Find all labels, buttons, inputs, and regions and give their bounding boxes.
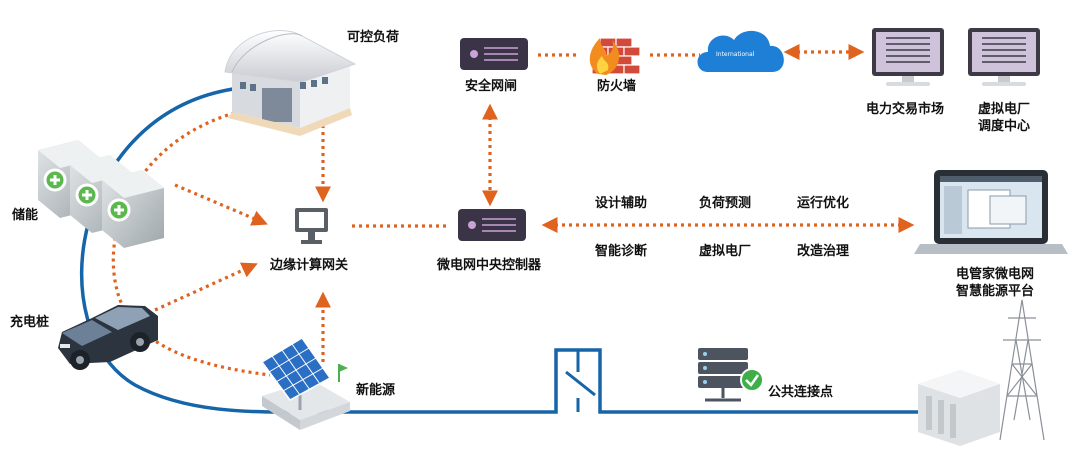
- label-central-controller: 微电网中央控制器: [437, 258, 542, 273]
- label-vpp-dispatch: 虚拟电厂 调度中心: [972, 101, 1036, 135]
- link-charging-edge: [154, 262, 258, 312]
- label-new-energy: 新能源: [356, 383, 396, 398]
- label-platform: 电管家微电网 智慧能源平台: [940, 266, 1050, 300]
- label-vpp-dispatch-line1: 虚拟电厂: [977, 102, 1030, 117]
- label-platform-line1: 电管家微电网: [955, 267, 1034, 282]
- edge-gateway-monitor-icon: [295, 208, 328, 244]
- label-vpp-dispatch-line2: 调度中心: [977, 119, 1030, 134]
- central-controller-icon: [458, 209, 526, 241]
- power-market-monitor-icon: [872, 28, 944, 86]
- cloud-icon: [697, 30, 784, 72]
- function-top-3: 运行优化: [797, 196, 850, 211]
- label-edge-gateway: 边缘计算网关: [270, 258, 349, 273]
- link-storage-edge: [174, 183, 268, 226]
- function-bottom-3: 改造治理: [797, 244, 850, 259]
- label-power-market: 电力交易市场: [866, 102, 945, 117]
- label-security-gateway: 安全网闸: [465, 79, 518, 94]
- label-cloud: International: [716, 51, 755, 58]
- data-links: [111, 44, 915, 377]
- electric-car-icon: [58, 305, 158, 370]
- link-arc-edge: [111, 106, 271, 377]
- firewall-icon: [589, 37, 641, 75]
- breaker-switch-icon: [565, 350, 596, 412]
- label-platform-line2: 智慧能源平台: [955, 284, 1034, 299]
- server-check-icon: [698, 348, 764, 402]
- label-charging-pile: 充电桩: [10, 315, 50, 330]
- label-firewall: 防火墙: [597, 79, 637, 94]
- platform-laptop-icon: [914, 170, 1068, 254]
- label-controllable-load: 可控负荷: [347, 30, 400, 45]
- label-pcc: 公共连接点: [768, 385, 834, 400]
- label-storage: 储能: [12, 208, 39, 223]
- storage-battery-icon: [38, 140, 164, 248]
- power-plant-tower-icon: [918, 299, 1045, 446]
- function-bottom-1: 智能诊断: [595, 244, 648, 259]
- function-top-1: 设计辅助: [595, 196, 648, 211]
- warehouse-icon: [224, 30, 357, 136]
- solar-panel-icon: [260, 336, 350, 430]
- function-bottom-2: 虚拟电厂: [699, 244, 752, 259]
- security-gateway-icon: [460, 38, 528, 70]
- vpp-dispatch-monitor-icon: [968, 28, 1040, 86]
- function-top-2: 负荷预测: [699, 196, 752, 211]
